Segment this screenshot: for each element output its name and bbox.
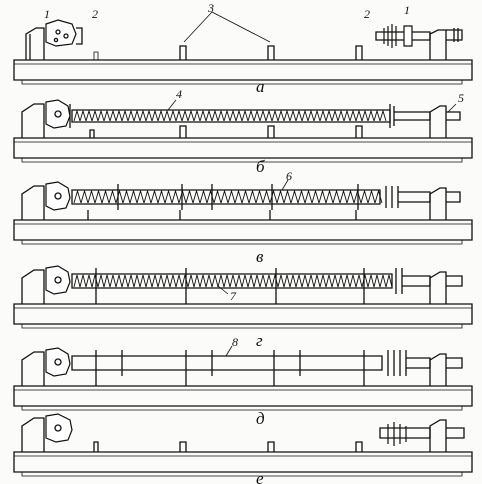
panel-b: б 4 5 [13,87,473,176]
caption-a: а [256,77,265,96]
caption-g: г [256,331,263,350]
caption-b: б [256,157,265,176]
panel-e: е [13,413,473,484]
panel-v: в 6 [13,169,473,266]
spring-4-icon [73,109,387,122]
panel-g: г 7 [13,265,473,350]
label-3: 3 [207,1,214,15]
caption-e: е [256,469,264,484]
label-1-right: 1 [404,3,410,17]
spring-7-icon [73,274,393,288]
caption-d: д [256,409,265,428]
caption-v: в [256,247,264,266]
label-5: 5 [458,91,464,105]
label-2-right: 2 [364,7,370,21]
spring-6-icon [73,189,383,204]
label-2-left: 2 [92,7,98,21]
label-8: 8 [232,335,238,349]
fixture-plate-icon [45,19,77,47]
label-1-left: 1 [44,7,50,21]
label-7: 7 [230,289,237,303]
panel-d: д 8 [13,335,473,428]
label-4: 4 [176,87,182,101]
panel-a: а 1 2 3 2 1 [13,1,473,96]
tube-8 [71,355,383,371]
label-6: 6 [286,169,292,183]
